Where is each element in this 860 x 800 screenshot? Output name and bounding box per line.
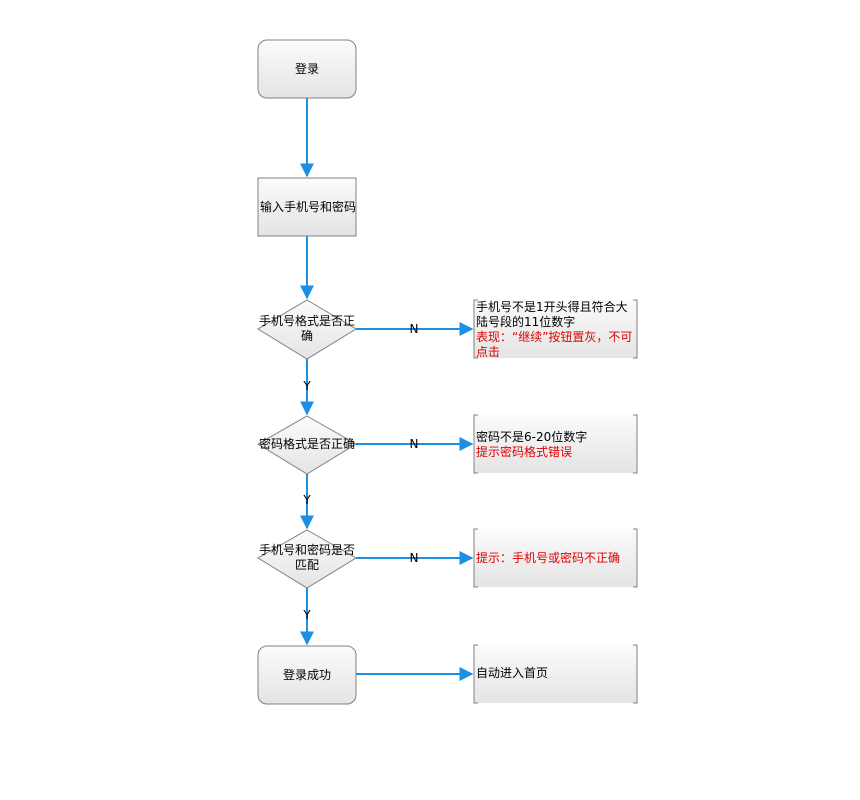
login-success-terminator <box>257 645 357 705</box>
note-mismatch-text: 提示：手机号或密码不正确 <box>476 551 634 571</box>
match-check-label: 手机号和密码是否匹配 <box>259 543 356 572</box>
login-label: 登录 <box>294 61 319 76</box>
note-phone-invalid-box <box>473 299 638 359</box>
yes-label-1: Y <box>303 379 311 393</box>
login-success-label: 登录成功 <box>282 667 331 682</box>
input-credentials-label: 输入手机号和密码 <box>260 199 357 214</box>
yes-label-3: Y <box>303 608 311 622</box>
note-phone-invalid-rule: 手机号不是1开头得且符合大陆号段的11位数字 <box>476 300 628 329</box>
password-format-label: 密码格式是否正确 <box>259 436 356 451</box>
note-password-invalid-text: 密码不是6-20位数字 提示密码格式错误 <box>476 430 634 470</box>
yes-label-2: Y <box>303 493 311 507</box>
note-password-invalid-rule: 密码不是6-20位数字 <box>476 430 588 444</box>
credentials-match-decision <box>257 529 357 589</box>
note-success-box <box>473 644 638 704</box>
note-mismatch-hint: 提示：手机号或密码不正确 <box>476 551 621 565</box>
password-format-decision <box>257 415 357 475</box>
note-phone-invalid-behavior: 表现：“继续”按钮置灰，不可点击 <box>476 330 633 359</box>
no-label-3: N <box>409 551 419 565</box>
note-success-action: 自动进入首页 <box>476 666 549 680</box>
note-password-invalid-hint: 提示密码格式错误 <box>476 445 573 459</box>
note-mismatch-box <box>473 528 638 588</box>
phone-format-label: 手机号格式是否正确 <box>259 314 356 343</box>
note-success-text: 自动进入首页 <box>476 666 634 686</box>
login-terminator <box>257 39 357 99</box>
note-phone-invalid-text: 手机号不是1开头得且符合大陆号段的11位数字 表现：“继续”按钮置灰，不可点击 <box>476 300 634 359</box>
no-label-1: N <box>409 322 419 336</box>
no-label-2: N <box>409 437 419 451</box>
phone-format-decision <box>257 299 357 360</box>
note-password-invalid-box <box>473 414 638 474</box>
input-credentials-process <box>257 177 357 237</box>
